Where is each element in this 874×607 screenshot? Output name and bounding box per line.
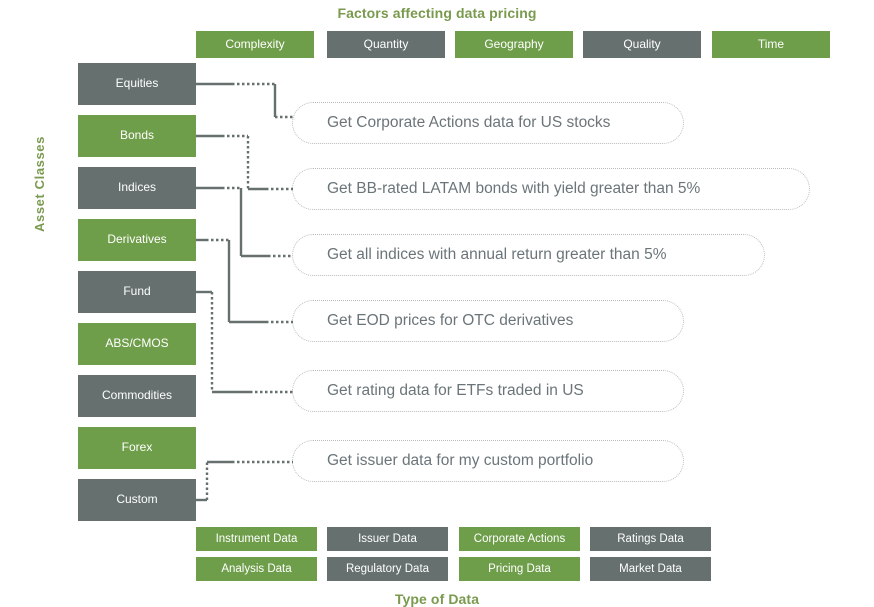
- query-bubble-2[interactable]: Get BB-rated LATAM bonds with yield grea…: [292, 168, 810, 210]
- type-of-data-chip-analysis-data[interactable]: Analysis Data: [196, 557, 317, 581]
- type-of-data-chip-pricing-data[interactable]: Pricing Data: [459, 557, 580, 581]
- asset-class-chip-equities[interactable]: Equities: [78, 63, 196, 105]
- axis-label-asset-classes: Asset Classes: [32, 136, 47, 232]
- page-title-type-of-data: Type of Data: [394, 591, 480, 607]
- query-bubble-1[interactable]: Get Corporate Actions data for US stocks: [292, 102, 684, 144]
- factor-chip-quantity[interactable]: Quantity: [327, 31, 445, 58]
- asset-class-chip-derivatives[interactable]: Derivatives: [78, 219, 196, 261]
- type-of-data-chip-instrument-data[interactable]: Instrument Data: [196, 527, 317, 551]
- type-of-data-chip-regulatory-data[interactable]: Regulatory Data: [327, 557, 448, 581]
- factor-chip-time[interactable]: Time: [712, 31, 830, 58]
- asset-class-chip-indices[interactable]: Indices: [78, 167, 196, 209]
- asset-class-chip-custom[interactable]: Custom: [78, 479, 196, 521]
- query-bubble-4[interactable]: Get EOD prices for OTC derivatives: [292, 300, 684, 342]
- factor-chip-complexity[interactable]: Complexity: [196, 31, 314, 58]
- page-title-factors: Factors affecting data pricing: [337, 5, 537, 21]
- type-of-data-chip-issuer-data[interactable]: Issuer Data: [327, 527, 448, 551]
- asset-class-chip-abs-cmos[interactable]: ABS/CMOS: [78, 323, 196, 365]
- query-bubble-5[interactable]: Get rating data for ETFs traded in US: [292, 370, 684, 412]
- asset-class-chip-commodities[interactable]: Commodities: [78, 375, 196, 417]
- query-bubble-3[interactable]: Get all indices with annual return great…: [292, 234, 765, 276]
- type-of-data-chip-ratings-data[interactable]: Ratings Data: [590, 527, 711, 551]
- type-of-data-chip-market-data[interactable]: Market Data: [590, 557, 711, 581]
- factor-chip-geography[interactable]: Geography: [455, 31, 573, 58]
- asset-class-chip-bonds[interactable]: Bonds: [78, 115, 196, 157]
- asset-class-chip-forex[interactable]: Forex: [78, 427, 196, 469]
- type-of-data-chip-corporate-actions[interactable]: Corporate Actions: [459, 527, 580, 551]
- asset-class-chip-fund[interactable]: Fund: [78, 271, 196, 313]
- factor-chip-quality[interactable]: Quality: [583, 31, 701, 58]
- query-bubble-6[interactable]: Get issuer data for my custom portfolio: [292, 440, 684, 482]
